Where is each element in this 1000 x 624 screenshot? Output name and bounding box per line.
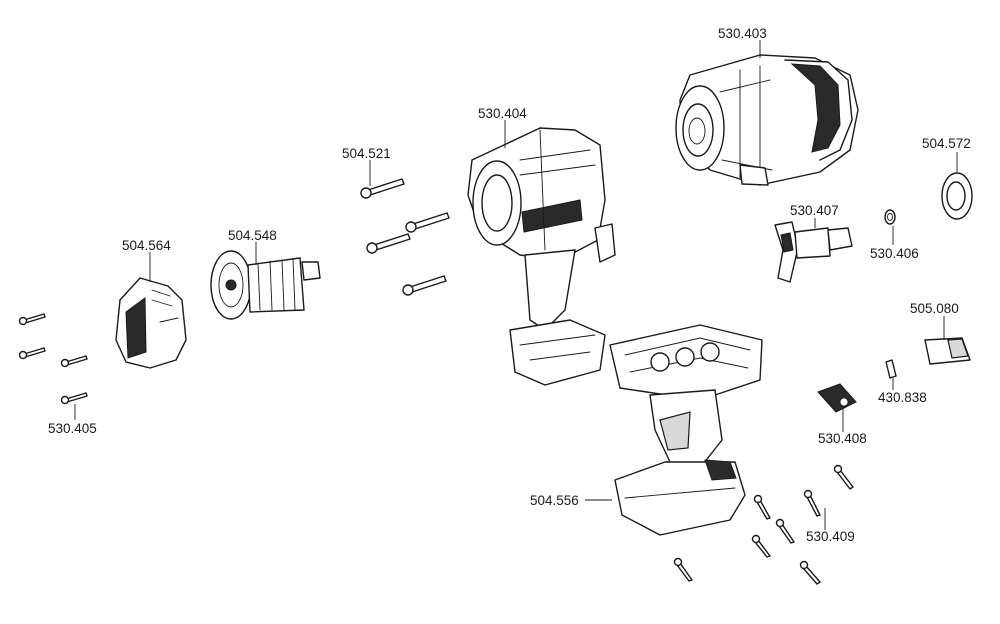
label-504-556: 504.556: [530, 493, 579, 508]
label-504-572: 504.572: [922, 136, 971, 151]
label-530-406: 530.406: [870, 246, 919, 261]
small-ring-part: [884, 209, 896, 225]
label-530-409: 530.409: [806, 529, 855, 544]
motor-housing-part: [467, 127, 616, 386]
washer-part: [941, 172, 973, 220]
label-430-838: 430.838: [878, 390, 927, 405]
label-505-080: 505.080: [910, 301, 959, 316]
small-screws-bottom-part: [673, 464, 854, 585]
handle-housing-part: [609, 324, 763, 536]
end-cap-part: [115, 277, 187, 369]
belt-clip-part: [817, 383, 857, 413]
label-530-404: 530.404: [478, 106, 527, 121]
anvil-shaft-part: [774, 221, 853, 283]
part-labels: 530.403 504.572 530.404 504.521 530.407 …: [48, 26, 971, 544]
label-530-407: 530.407: [790, 203, 839, 218]
long-screws-part: [360, 178, 450, 296]
label-504-564: 504.564: [122, 238, 171, 253]
small-screws-left-part: [18, 313, 88, 405]
label-530-408: 530.408: [818, 431, 867, 446]
small-pin-part: [885, 359, 897, 379]
label-530-403: 530.403: [718, 26, 767, 41]
gearbox-housing-part: [675, 54, 859, 186]
armature-rotor-part: [210, 250, 321, 320]
label-530-405: 530.405: [48, 421, 97, 436]
label-plate-part: [924, 337, 971, 365]
label-504-521: 504.521: [342, 146, 391, 161]
leader-lines: [74, 40, 958, 530]
label-504-548: 504.548: [228, 228, 277, 243]
